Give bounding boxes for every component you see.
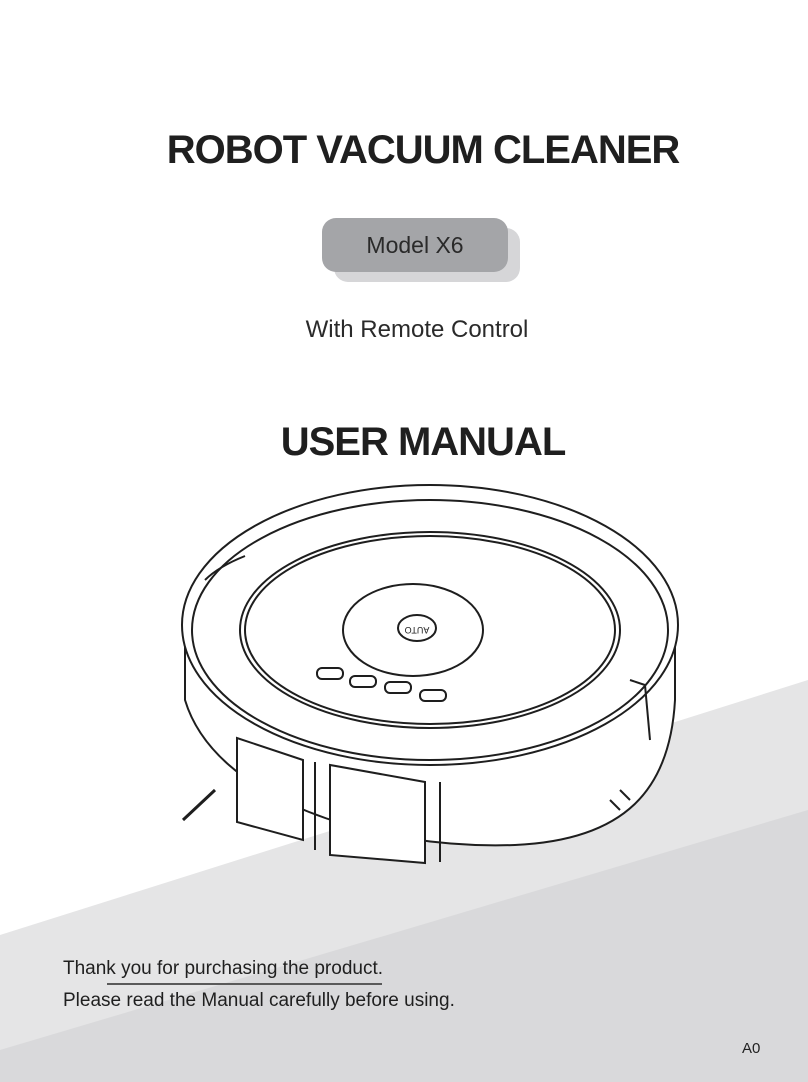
page-code: A0 — [742, 1040, 761, 1057]
subtitle: With Remote Control — [305, 316, 529, 343]
footer-instruction-text: Please read the Manual carefully before … — [63, 990, 455, 1011]
model-badge: Model X6 — [322, 218, 520, 282]
footer-thanks-text: Thank you for purchasing the product. — [63, 958, 384, 979]
auto-button-label: AUTO — [405, 625, 430, 635]
decorative-underline — [107, 983, 382, 985]
document-title: ROBOT VACUUM CLEANER — [166, 128, 681, 172]
robot-vacuum-illustration: AUTO — [181, 484, 679, 865]
model-label: Model X6 — [322, 218, 508, 272]
manual-title: USER MANUAL — [280, 420, 567, 464]
